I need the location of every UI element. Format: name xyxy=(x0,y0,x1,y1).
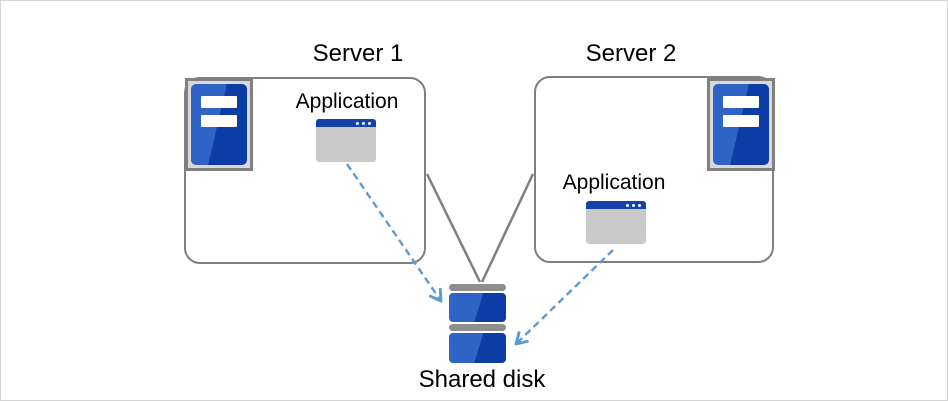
server-icon-body xyxy=(713,84,769,165)
server-icon-slot xyxy=(723,96,759,108)
server-icon xyxy=(185,78,253,171)
server-icon xyxy=(707,78,775,171)
disk-top-bar xyxy=(449,324,506,331)
shared-disk-icon xyxy=(449,284,506,363)
application-window-icon xyxy=(316,119,376,162)
disk-top-bar xyxy=(449,284,506,291)
connector-server2-to-disk xyxy=(480,173,535,283)
server-icon-slot xyxy=(201,115,237,127)
arrow-app2-to-disk xyxy=(514,249,614,346)
application-window-icon xyxy=(586,201,646,244)
window-titlebar xyxy=(586,201,646,209)
connector-server1-to-disk xyxy=(425,173,482,283)
window-dot-icon xyxy=(626,203,629,207)
server1-application-label: Application xyxy=(295,90,399,113)
server-icon-body xyxy=(191,84,247,165)
disk-unit xyxy=(449,333,506,363)
server2-title: Server 2 xyxy=(585,40,677,67)
window-dot-icon xyxy=(356,121,359,125)
server-icon-slot xyxy=(201,96,237,108)
server2-application-label: Application xyxy=(562,171,666,194)
disk-unit xyxy=(449,293,506,322)
window-dot-icon xyxy=(368,121,371,125)
window-dot-icon xyxy=(638,203,641,207)
window-dot-icon xyxy=(632,203,635,207)
window-dot-icon xyxy=(362,121,365,125)
shared-disk-label: Shared disk xyxy=(418,366,546,393)
server-icon-slot xyxy=(723,115,759,127)
server1-title: Server 1 xyxy=(312,40,404,67)
window-titlebar xyxy=(316,119,376,127)
